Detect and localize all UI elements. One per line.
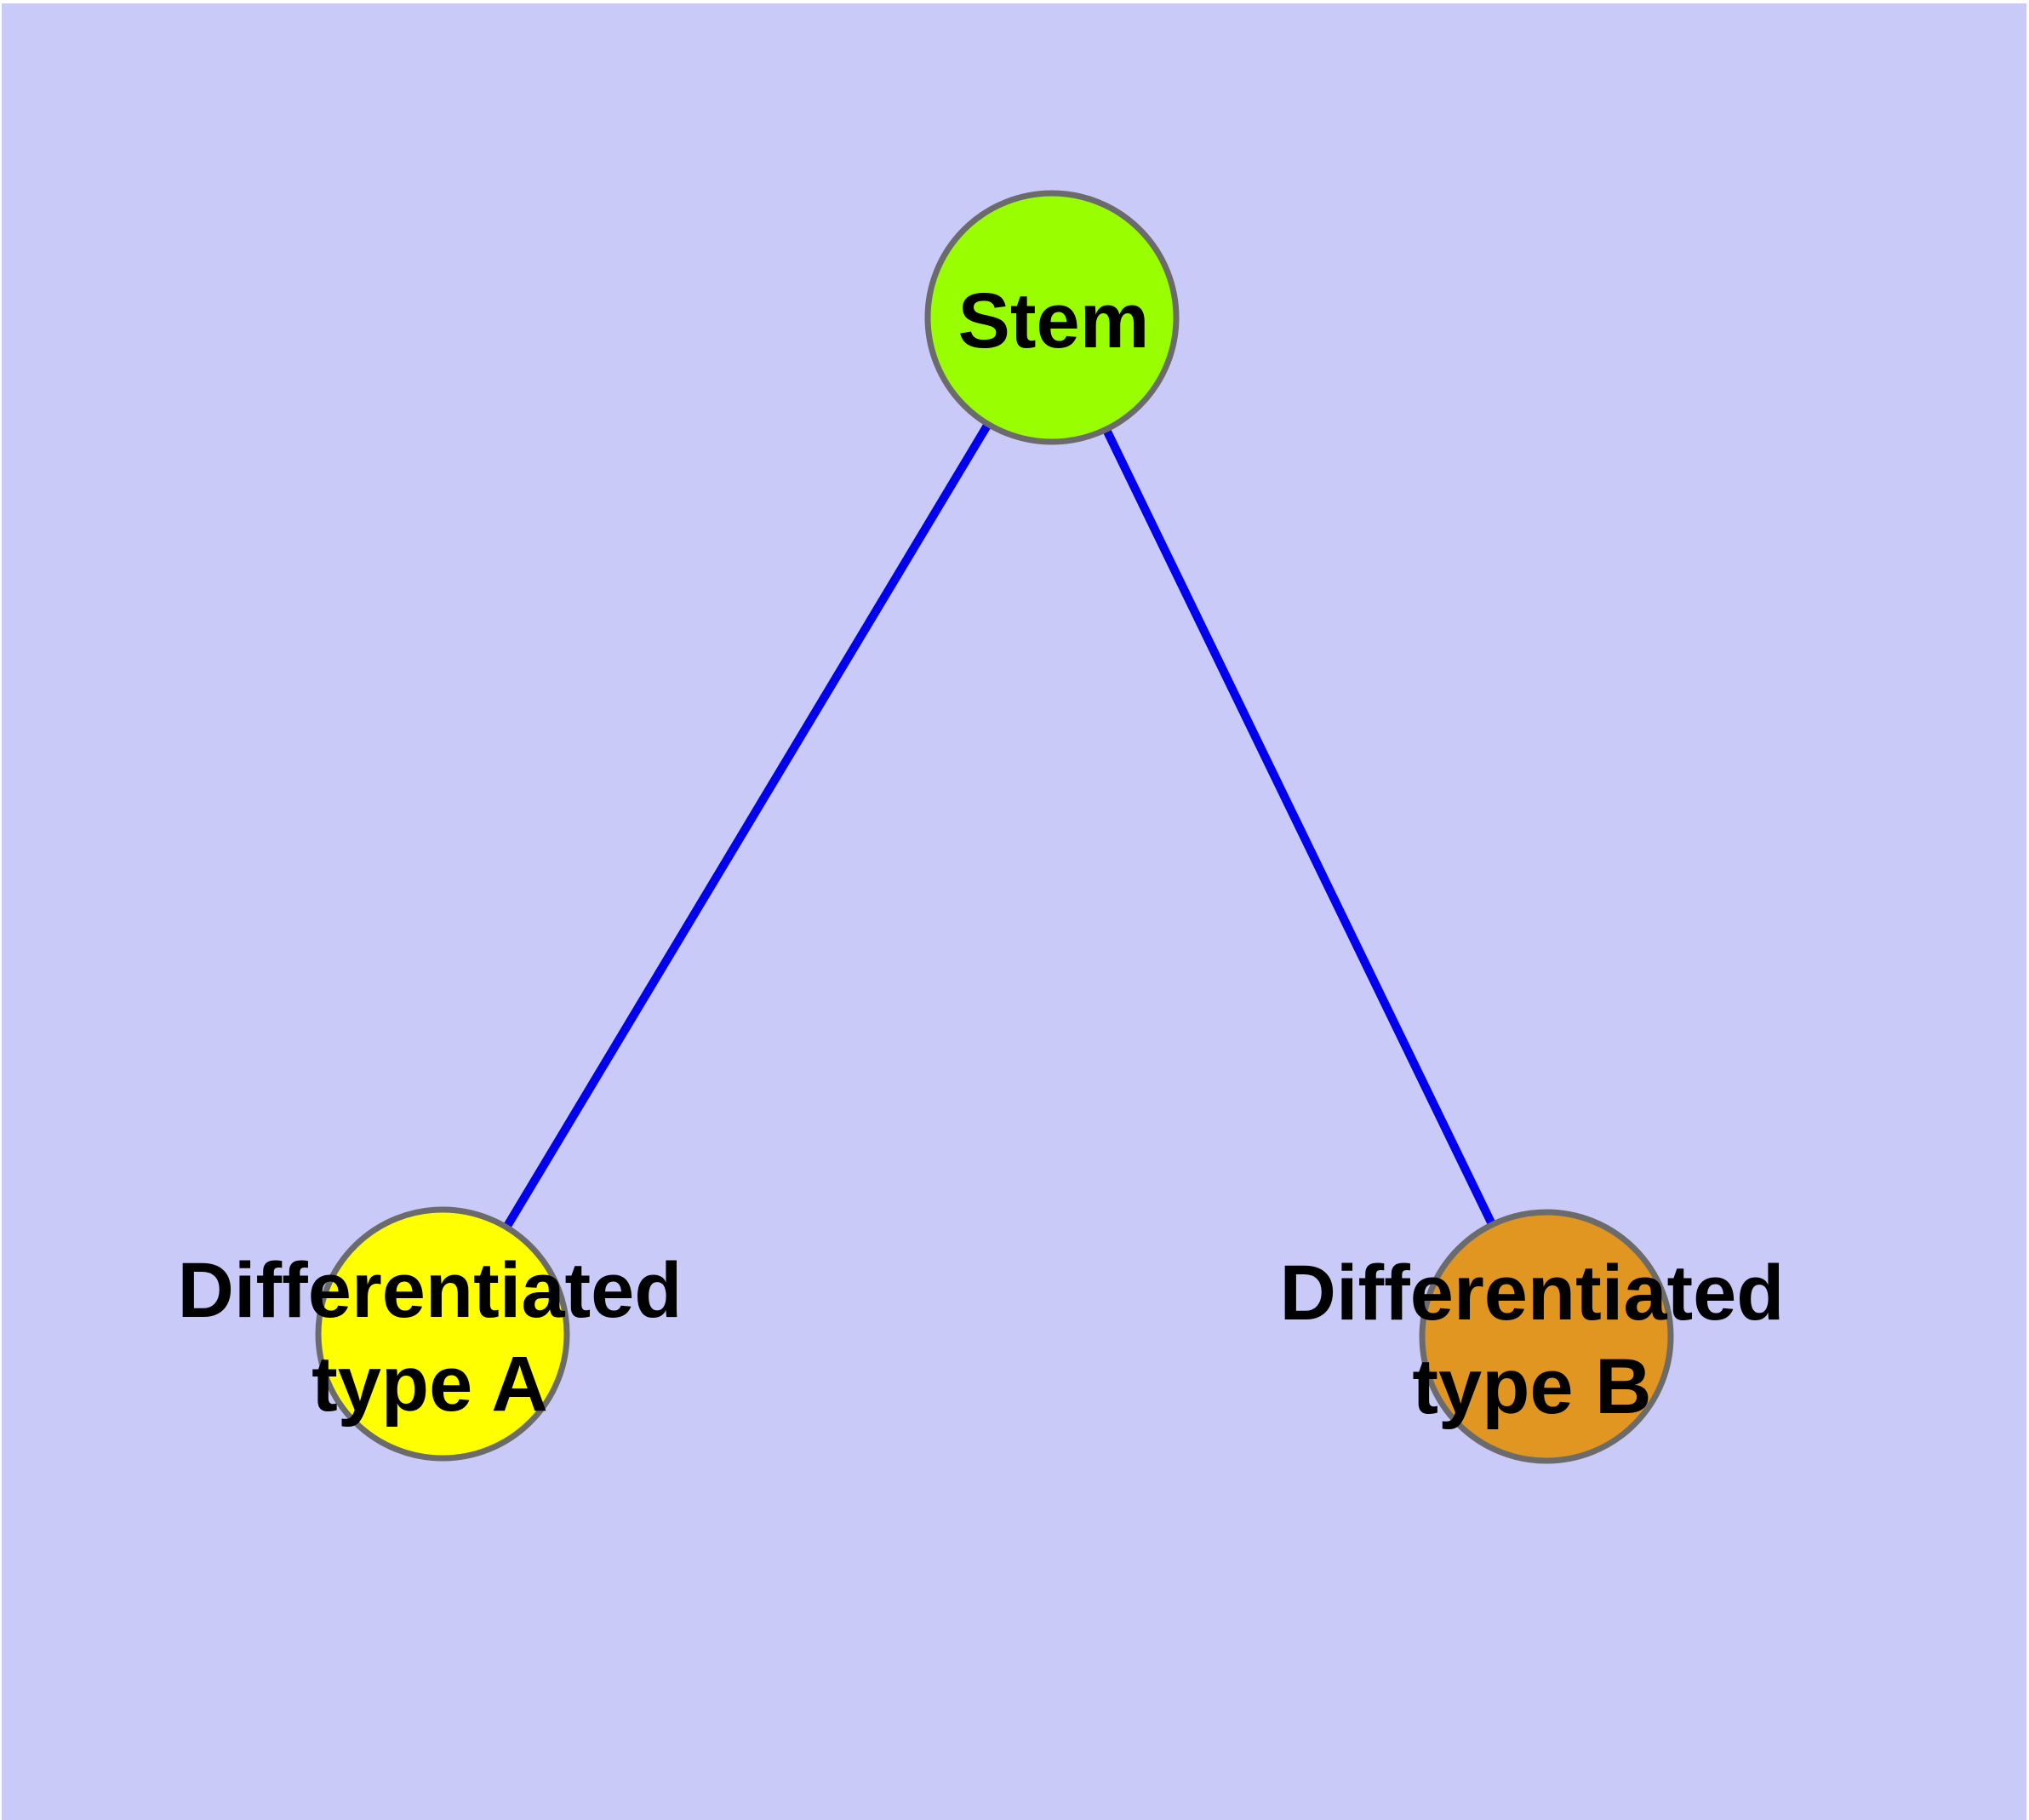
node-type-b-circle: [1419, 1209, 1674, 1464]
node-stem: Stem: [924, 190, 1180, 445]
edge-stem-to-type-a: [438, 315, 1056, 1336]
node-differentiated-type-a: Differentiated type A: [178, 1206, 683, 1462]
node-type-b-label-line2: type B: [1412, 1343, 1651, 1430]
node-type-a-label-line1: Differentiated: [178, 1247, 683, 1334]
edge-stem-to-type-b: [1048, 315, 1551, 1339]
node-type-a-label-line2: type A: [311, 1341, 548, 1428]
node-stem-circle: [924, 190, 1180, 445]
edge-group: [438, 315, 1551, 1339]
node-stem-label: Stem: [958, 278, 1150, 364]
node-type-b-label-line1: Differentiated: [1280, 1250, 1785, 1336]
node-differentiated-type-b: Differentiated type B: [1280, 1209, 1785, 1464]
node-type-a-circle: [315, 1206, 570, 1462]
